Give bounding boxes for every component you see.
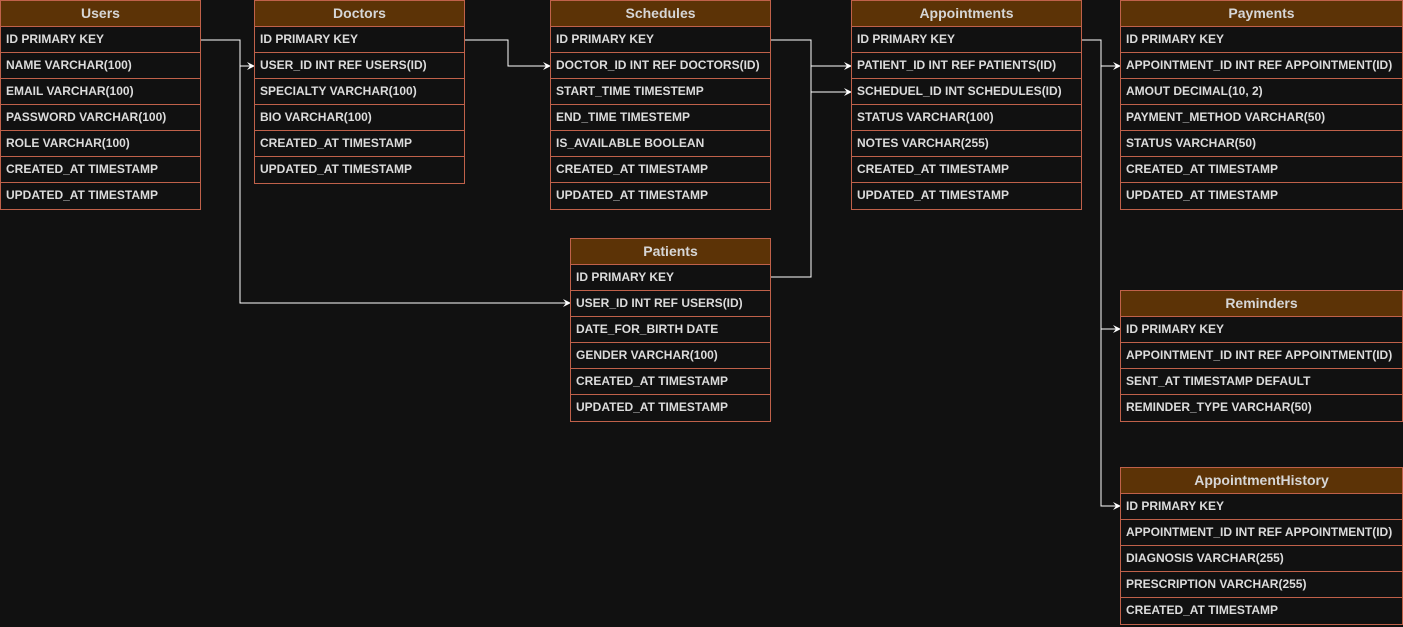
reminders-field[interactable]: ID PRIMARY KEY [1121,317,1402,343]
schedules-table-title: Schedules [551,1,770,27]
users-field[interactable]: UPDATED_AT TIMESTAMP [6,188,158,202]
schedules-field[interactable]: ID PRIMARY KEY [551,27,770,53]
connector-appointments-reminders [1100,66,1121,333]
appointments-field[interactable]: NOTES VARCHAR(255) [852,131,1081,157]
connector-appointments-history [1100,329,1121,510]
reminders-field[interactable]: APPOINTMENT_ID INT REF APPOINTMENT(ID) [1121,343,1402,369]
appointments-field[interactable]: STATUS VARCHAR(100) [852,105,1081,131]
payments-field[interactable]: UPDATED_AT TIMESTAMP [1126,188,1278,202]
reminders-field[interactable]: SENT_AT TIMESTAMP DEFAULT [1121,369,1402,395]
connector-doctors-schedules [465,39,551,70]
payments-field[interactable]: STATUS VARCHAR(50) [1121,131,1402,157]
schedules-field[interactable]: CREATED_AT TIMESTAMP [551,157,770,183]
appointment-history-field[interactable]: APPOINTMENT_ID INT REF APPOINTMENT(ID) [1121,520,1402,546]
schedules-field[interactable]: START_TIME TIMESTEMP [551,79,770,105]
patients-field[interactable]: GENDER VARCHAR(100) [571,343,770,369]
appointments-field[interactable]: CREATED_AT TIMESTAMP [852,157,1081,183]
schedules-field[interactable]: UPDATED_AT TIMESTAMP [556,188,708,202]
appointments-field[interactable]: UPDATED_AT TIMESTAMP [857,188,1009,202]
patients-table-title: Patients [571,239,770,265]
users-table-title: Users [1,1,200,27]
appointment-history-table-title: AppointmentHistory [1121,468,1402,494]
appointments-field[interactable]: PATIENT_ID INT REF PATIENTS(ID) [852,53,1081,79]
users-field[interactable]: NAME VARCHAR(100) [1,53,200,79]
patients-field[interactable]: DATE_FOR_BIRTH DATE [571,317,770,343]
doctors-field[interactable]: SPECIALTY VARCHAR(100) [255,79,464,105]
payments-field[interactable]: CREATED_AT TIMESTAMP [1121,157,1402,183]
schedules-field[interactable]: END_TIME TIMESTEMP [551,105,770,131]
reminders-table-title: Reminders [1121,291,1402,317]
payments-field[interactable]: PAYMENT_METHOD VARCHAR(50) [1121,105,1402,131]
patients-field[interactable]: ID PRIMARY KEY [571,265,770,291]
appointment-history-field[interactable]: ID PRIMARY KEY [1121,494,1402,520]
payments-field[interactable]: ID PRIMARY KEY [1121,27,1402,53]
patients-field[interactable]: CREATED_AT TIMESTAMP [571,369,770,395]
connector-schedules-appointments [771,39,852,96]
doctors-field[interactable]: CREATED_AT TIMESTAMP [255,131,464,157]
schedules-field[interactable]: DOCTOR_ID INT REF DOCTORS(ID) [551,53,770,79]
doctors-field[interactable]: USER_ID INT REF USERS(ID) [255,53,464,79]
connector-users-doctors [201,39,255,70]
appointment-history-field[interactable]: PRESCRIPTION VARCHAR(255) [1121,572,1402,598]
reminders-field[interactable]: REMINDER_TYPE VARCHAR(50) [1126,400,1312,414]
doctors-field[interactable]: ID PRIMARY KEY [255,27,464,53]
doctors-table-title: Doctors [255,1,464,27]
doctors-field[interactable]: BIO VARCHAR(100) [255,105,464,131]
payments-field[interactable]: APPOINTMENT_ID INT REF APPOINTMENT(ID) [1121,53,1402,79]
appointment-history-field[interactable]: DIAGNOSIS VARCHAR(255) [1121,546,1402,572]
users-field[interactable]: ROLE VARCHAR(100) [1,131,200,157]
doctors-field[interactable]: UPDATED_AT TIMESTAMP [260,162,412,176]
users-field[interactable]: CREATED_AT TIMESTAMP [1,157,200,183]
patients-field[interactable]: USER_ID INT REF USERS(ID) [571,291,770,317]
appointments-table-title: Appointments [852,1,1081,27]
users-field[interactable]: PASSWORD VARCHAR(100) [1,105,200,131]
appointment-history-field[interactable]: CREATED_AT TIMESTAMP [1126,603,1278,617]
patients-field[interactable]: UPDATED_AT TIMESTAMP [576,400,728,414]
payments-table-title: Payments [1121,1,1402,27]
appointments-field[interactable]: SCHEDUEL_ID INT SCHEDULES(ID) [852,79,1081,105]
appointments-field[interactable]: ID PRIMARY KEY [852,27,1081,53]
connector-patients-appointments [771,62,852,278]
schedules-field[interactable]: IS_AVAILABLE BOOLEAN [551,131,770,157]
connector-appointments-payments [1082,39,1121,70]
users-field[interactable]: EMAIL VARCHAR(100) [1,79,200,105]
users-field[interactable]: ID PRIMARY KEY [1,27,200,53]
payments-field[interactable]: AMOUT DECIMAL(10, 2) [1121,79,1402,105]
